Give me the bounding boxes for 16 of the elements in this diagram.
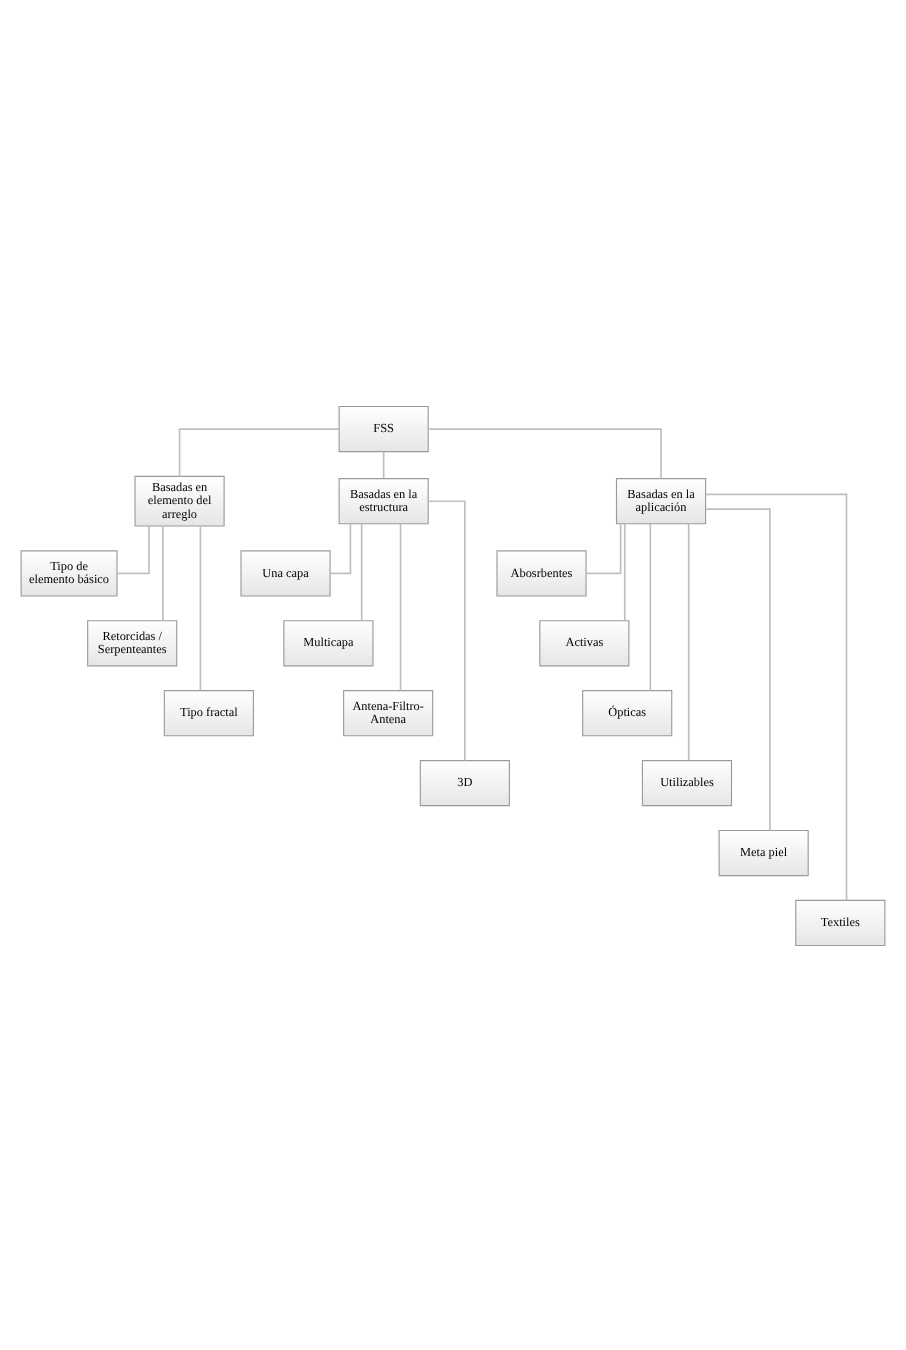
connector xyxy=(199,524,202,691)
connector xyxy=(116,524,150,574)
connector xyxy=(585,522,622,574)
connector xyxy=(382,450,385,479)
connector xyxy=(178,427,340,477)
connector xyxy=(687,521,690,761)
connector xyxy=(649,522,652,691)
connector xyxy=(162,524,164,621)
connector xyxy=(705,492,848,901)
connector xyxy=(427,427,662,479)
connector xyxy=(399,522,402,691)
connector xyxy=(623,522,626,621)
connector xyxy=(427,499,466,761)
connector xyxy=(360,522,363,621)
connector xyxy=(704,507,771,831)
connector xyxy=(329,522,352,574)
